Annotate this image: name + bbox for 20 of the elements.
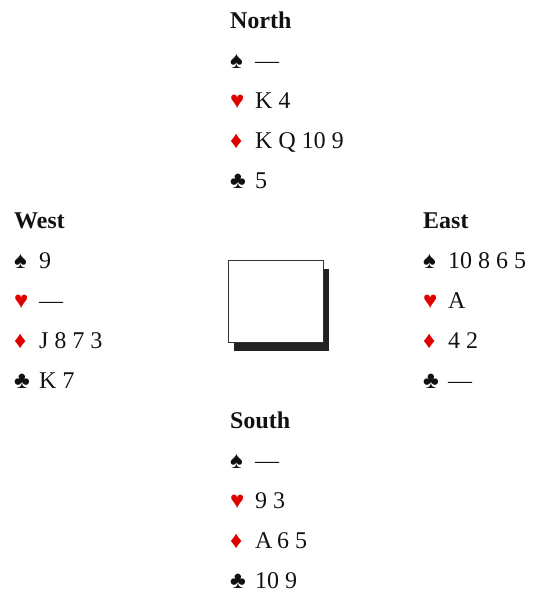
hand-name: South: [230, 407, 290, 436]
suit-holding: ♥ K 4: [230, 87, 290, 116]
suit-holding: ♦ A 6 5: [230, 527, 308, 556]
suit-holding: ♠ —: [230, 447, 279, 476]
suit-holding: ♠ 10 8 6 5: [423, 247, 526, 276]
suit-holding: ♥ 9 3: [230, 487, 285, 516]
suit-holding: ♠ —: [230, 47, 279, 76]
suit-holding: ♥ —: [14, 287, 63, 316]
hand-name: West: [14, 207, 65, 236]
suit-holding: ♣ —: [423, 367, 472, 396]
hand-name: North: [230, 7, 292, 36]
suit-holding: ♦ J 8 7 3: [14, 327, 102, 356]
suit-holding: ♠ 9: [14, 247, 51, 276]
suit-holding: ♦ 4 2: [423, 327, 478, 356]
suit-holding: ♣ K 7: [14, 367, 74, 396]
suit-holding: ♣ 10 9: [230, 567, 297, 595]
suit-holding: ♥ A: [423, 287, 466, 316]
hand-name: East: [423, 207, 468, 236]
suit-holding: ♦ K Q 10 9: [230, 127, 344, 156]
suit-holding: ♣ 5: [230, 167, 267, 196]
